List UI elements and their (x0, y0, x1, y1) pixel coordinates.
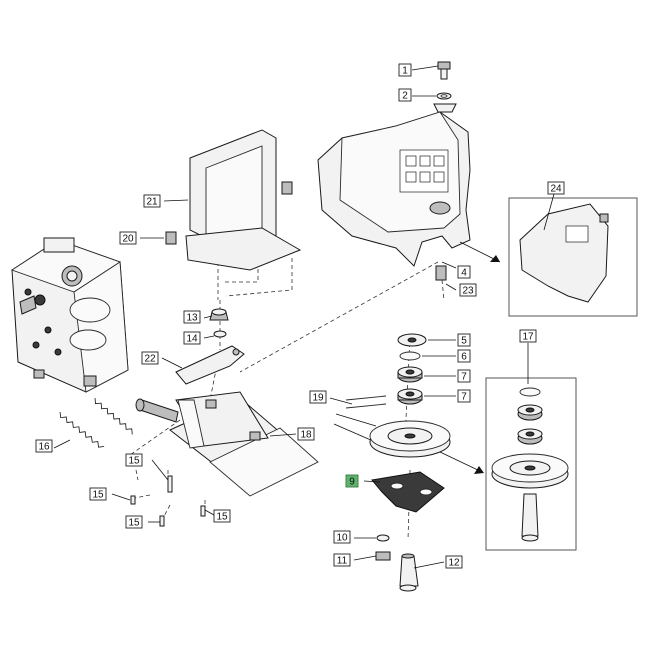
callout-c11: 11 (333, 553, 351, 567)
callout-number: 16 (38, 442, 50, 453)
callout-number: 6 (461, 352, 467, 363)
belt-cover (317, 103, 471, 281)
callout-number: 15 (128, 456, 140, 467)
callout-c15b: 15 (89, 487, 107, 501)
callout-c13: 13 (183, 310, 201, 324)
callout-c7a: 7 (457, 369, 471, 383)
callout-box (457, 389, 471, 403)
callout-box (183, 331, 201, 345)
callout-number: 18 (300, 430, 312, 441)
callout-c15c: 15 (125, 515, 143, 529)
callout-box (457, 333, 471, 347)
callout-box (309, 390, 327, 404)
mounting-plate (135, 391, 319, 497)
callout-number: 4 (461, 268, 467, 279)
callout-number: 15 (216, 512, 228, 523)
callout-box (297, 427, 315, 441)
callout-c17: 17 (519, 329, 537, 343)
callout-box (119, 231, 137, 245)
arrow-head-17 (474, 466, 484, 474)
callout-number: 9 (349, 477, 355, 488)
callout-box (143, 194, 161, 208)
callout-box (457, 369, 471, 383)
callout-box (125, 453, 143, 467)
callout-number: 7 (461, 372, 467, 383)
callout-box (345, 474, 359, 488)
callout-number: 5 (461, 336, 467, 347)
callout-number: 2 (402, 91, 408, 102)
engine-assembly (10, 237, 129, 393)
callout-number: 14 (186, 334, 198, 345)
callout-box (333, 530, 351, 544)
callout-c6: 6 (457, 349, 471, 363)
callout-c4: 4 (457, 265, 471, 279)
callout-c12: 12 (445, 555, 463, 569)
callout-c15d: 15 (213, 509, 231, 523)
callout-number: 10 (336, 533, 348, 544)
arrow-to-inset-17 (439, 451, 483, 473)
callout-c10: 10 (333, 530, 351, 544)
callout-c20: 20 (119, 231, 137, 245)
callout-number: 20 (122, 234, 134, 245)
callout-c16: 16 (35, 439, 53, 453)
callout-c15a: 15 (125, 453, 143, 467)
callout-box (213, 509, 231, 523)
callout-c1: 1 (398, 63, 412, 77)
leader-lines (53, 65, 555, 569)
rivets (130, 475, 206, 527)
callout-c14: 14 (183, 331, 201, 345)
callout-number: 7 (461, 392, 467, 403)
callout-box (333, 553, 351, 567)
inset-frame-24 (508, 197, 638, 317)
callout-c5: 5 (457, 333, 471, 347)
callout-box (125, 515, 143, 529)
callout-box (35, 439, 53, 453)
callout-c18: 18 (297, 427, 315, 441)
callout-number: 22 (144, 354, 156, 365)
callout-number: 21 (146, 197, 158, 208)
nut-and-washer (209, 308, 229, 338)
callout-box (547, 181, 565, 195)
callout-number: 1 (402, 66, 408, 77)
callout-c19: 19 (309, 390, 327, 404)
callout-box (445, 555, 463, 569)
callout-box (183, 310, 201, 324)
callout-c23: 23 (459, 283, 477, 297)
arrow-head-24 (490, 255, 500, 262)
callout-c21: 21 (143, 194, 161, 208)
callout-box (398, 88, 412, 102)
callout-box (398, 63, 412, 77)
callout-c24: 24 (547, 181, 565, 195)
callout-box (459, 283, 477, 297)
callout-number: 15 (128, 518, 140, 529)
callout-number: 15 (92, 490, 104, 501)
callout-number: 12 (448, 558, 460, 569)
pulley-stack (333, 333, 451, 592)
callout-box (89, 487, 107, 501)
callout-box (457, 265, 471, 279)
callout-c9: 9 (345, 474, 359, 488)
callout-box (519, 329, 537, 343)
callout-number: 17 (522, 332, 534, 343)
inset-frame-17 (485, 377, 577, 551)
callout-box (457, 349, 471, 363)
callout-number: 24 (550, 184, 562, 195)
callout-box (141, 351, 159, 365)
callout-c7b: 7 (457, 389, 471, 403)
bolt-and-washer (436, 61, 452, 100)
callout-c22: 22 (141, 351, 159, 365)
callout-number: 23 (462, 286, 474, 297)
callout-number: 19 (312, 393, 324, 404)
callout-number: 11 (337, 556, 348, 567)
shield-21 (165, 129, 302, 271)
springs (59, 397, 133, 448)
callout-c2: 2 (398, 88, 412, 102)
bracket-22 (175, 345, 245, 385)
callout-number: 13 (186, 313, 198, 324)
